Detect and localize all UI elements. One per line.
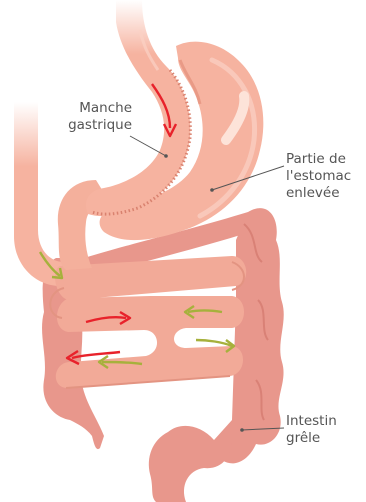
label-sleeve: Manche gastrique — [68, 100, 132, 133]
colon-right — [214, 208, 284, 463]
label-sleeve-line-2: gastrique — [68, 117, 132, 133]
label-removed-line-3: enlevée — [286, 185, 340, 201]
label-intestine: Intestin grêle — [286, 413, 337, 446]
label-sleeve-line-1: Manche — [79, 100, 132, 116]
label-intestine-line-2: grêle — [286, 430, 320, 446]
label-removed-line-2: l'estomac — [286, 168, 351, 184]
label-removed-line-1: Partie de — [286, 151, 346, 167]
label-intestine-line-1: Intestin — [286, 413, 337, 429]
small-intestine — [50, 256, 246, 388]
leader-sleeve — [130, 136, 166, 156]
label-removed: Partie de l'estomac enlevée — [286, 151, 351, 201]
